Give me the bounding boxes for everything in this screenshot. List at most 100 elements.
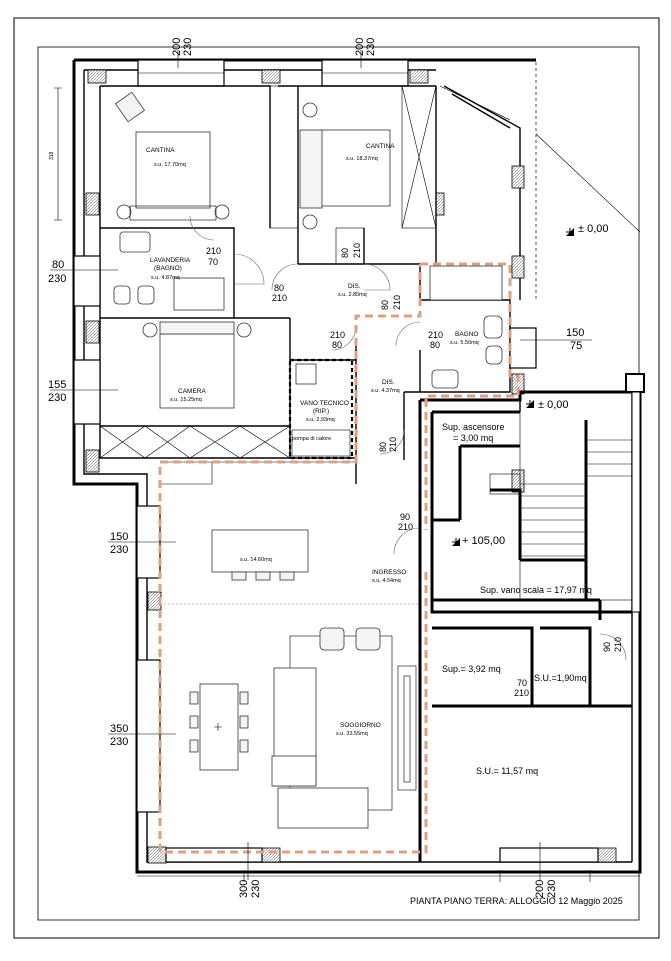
dim-top-mid-b: 230 [365,38,377,56]
dim-bottom-right: 200230 [534,880,558,898]
sup-392-label: Sup.= 3,92 mq [442,664,501,674]
dim-bottom-left: 300230 [238,880,262,898]
kitchen-counter [160,461,357,485]
room-dis-1-name: DIS. [348,283,361,290]
dim-top-left-a: 200 [171,38,183,56]
diagonal-glazing [439,85,641,233]
room-vano-tecnico-name-a: VANO TECNICO [300,400,349,407]
room-vano-tecnico-name: VANO TECNICO(RIP.) [300,400,349,415]
laundry-fixtures [113,231,225,311]
dining-table [189,683,249,771]
facade-windows [73,255,599,863]
dim-top-left-b: 230 [182,38,194,56]
room-bagno-name: BAGNO [455,331,478,338]
bathroom-fixtures [429,265,503,389]
door-dim-210-80-b-a: 210 [428,330,443,340]
living-furniture [271,627,417,829]
door-dim-80-210-d2: 210 [388,437,398,452]
door-dim-210-70-b: 70 [208,257,218,267]
door-dim-80-210-a-b: 210 [272,293,287,303]
bed-camera [142,321,252,409]
room-cantina-2-name: CANTINA [366,143,395,150]
room-ingresso-area: s.u. 4.54mq [372,578,401,584]
sheet-frame [13,17,660,939]
dimension-lines-left [50,269,592,880]
room-lavanderia-area: s.u. 4.87mq [151,275,180,281]
dim-top-mid-a: 200 [354,38,366,56]
dim-bottom-right-b: 230 [546,880,558,898]
structural-columns [85,69,617,864]
dimension-lines [54,50,640,882]
dim-bottom-left-a: 300 [238,880,250,898]
door-dim-80-210-a-a: 80 [274,283,284,293]
room-dis-2-name: DIS. [382,379,395,386]
stair-column-2 [631,391,641,613]
dim-left-350-230-b: 230 [110,736,128,748]
dim-right-150-75-a: 150 [566,327,584,339]
room-vano-tecnico-name-b: (RIP.) [313,408,329,415]
door-dim-90-210-a-a: 90 [400,512,410,522]
door-dim-80-210-b2: 210 [352,243,362,258]
dim-top-left: 200 230 [171,35,194,56]
room-camera-name: CAMERA [178,388,206,395]
door-dim-210-70-a: 210 [206,246,221,256]
bed-cantina-1 [114,91,230,221]
door-dim-70-210-a: 70 [517,678,527,688]
door-dim-210-80-a-a: 210 [330,330,345,340]
door-dim-80-210-b-a: 80 [340,248,350,258]
dim-left-155-230-b: 230 [48,392,66,404]
room-bagno-area: s.u. 5.50mq [450,340,479,346]
door-dim-80-210-b: 80 [340,248,350,258]
room-ingresso-name: INGRESSO [372,569,406,576]
room-soggiorno-name: SOGGIORNO [340,722,381,729]
su-1157-label: S.U.= 11,57 mq [476,766,538,776]
door-dim-70-210-b: 210 [514,688,529,698]
room-lavanderia-name: LAVANDERIA(BAGNO) [150,257,191,272]
room-kitchen-area: s.u. 14.60mq [240,557,272,563]
room-soggiorno-area: s.u. 33.55mq [336,731,368,737]
door-dim-80-210-c2: 210 [392,295,402,310]
unit-boundary [158,262,520,854]
sup-vano-scala-label: Sup. vano scala = 17,97 mq [480,585,592,595]
dim-bottom-left-b: 230 [250,880,262,898]
room-cantina-1-name: CANTINA [146,147,175,154]
dim-left-150-230-b: 230 [110,544,128,556]
door-dim-210-80-a-b: 80 [332,340,342,350]
dim-left-318: 318 [49,151,55,160]
stair-column [625,373,645,393]
door-dim-90-210-a-b: 210 [398,522,413,532]
stair-steps [489,391,633,601]
stair-block-walls [418,390,632,862]
dim-bottom-right-a: 200 [534,880,546,898]
dim-left-350-230-a: 350 [110,723,128,735]
technical-room [288,358,354,460]
dim-right-150-75-b: 75 [570,340,582,352]
door-dim-90-210-b2: 210 [613,637,623,652]
kitchen-island [211,529,309,573]
room-camera-area: s.u. 15.25mq [170,397,202,403]
level-entry-label: + 105,00 [462,535,505,547]
door-dim-80-210-c: 80 [380,300,390,310]
bar-stools [231,571,295,581]
sup-ascensore-a: Sup. ascensore [442,422,505,432]
dim-left-155-230-a: 155 [48,379,66,391]
dim-left-80-230-a: 80 [52,259,64,271]
bed-cantina-2 [299,102,391,230]
dim-left-80-230-b: 230 [48,273,66,285]
room-cantina-1-area: s.u. 17.70mq [154,162,186,168]
room-vano-tecnico-area: s.u. 2.93mq [306,417,335,423]
door-dim-90-210-b: 90 [602,642,612,652]
elevator-shaft [430,412,520,522]
